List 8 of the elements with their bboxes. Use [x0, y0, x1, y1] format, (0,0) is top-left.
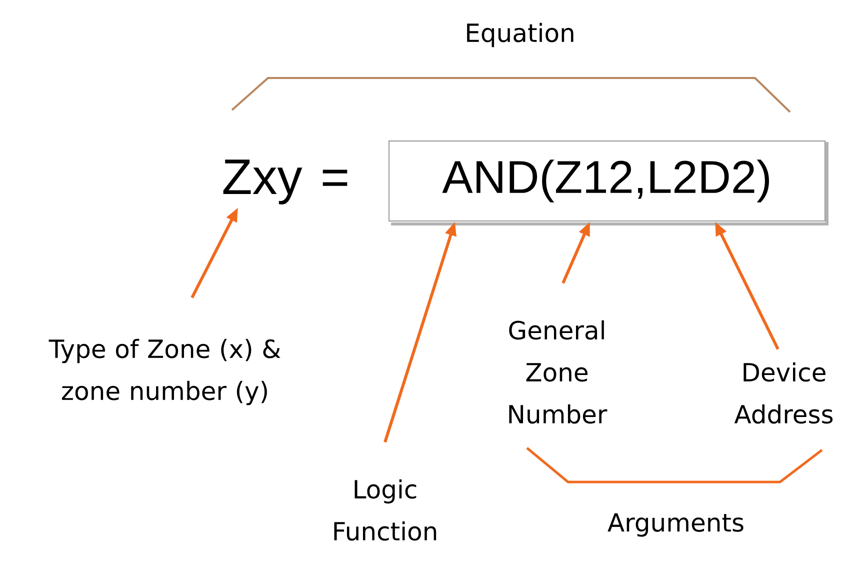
annotation-text: Logic Function: [334, 479, 436, 541]
bracket-label: Arguments: [608, 513, 744, 537]
annotation-text: Type of Zone (x) & zone number (y): [48, 338, 280, 406]
bracket-label: Equation: [467, 22, 574, 48]
formula-box: AND(Z12,L2D2): [388, 140, 828, 226]
equation-variable: Zxy: [223, 160, 302, 204]
annotation-text: General Zone Number: [509, 320, 608, 424]
annotation-text: Device Address: [734, 362, 833, 424]
